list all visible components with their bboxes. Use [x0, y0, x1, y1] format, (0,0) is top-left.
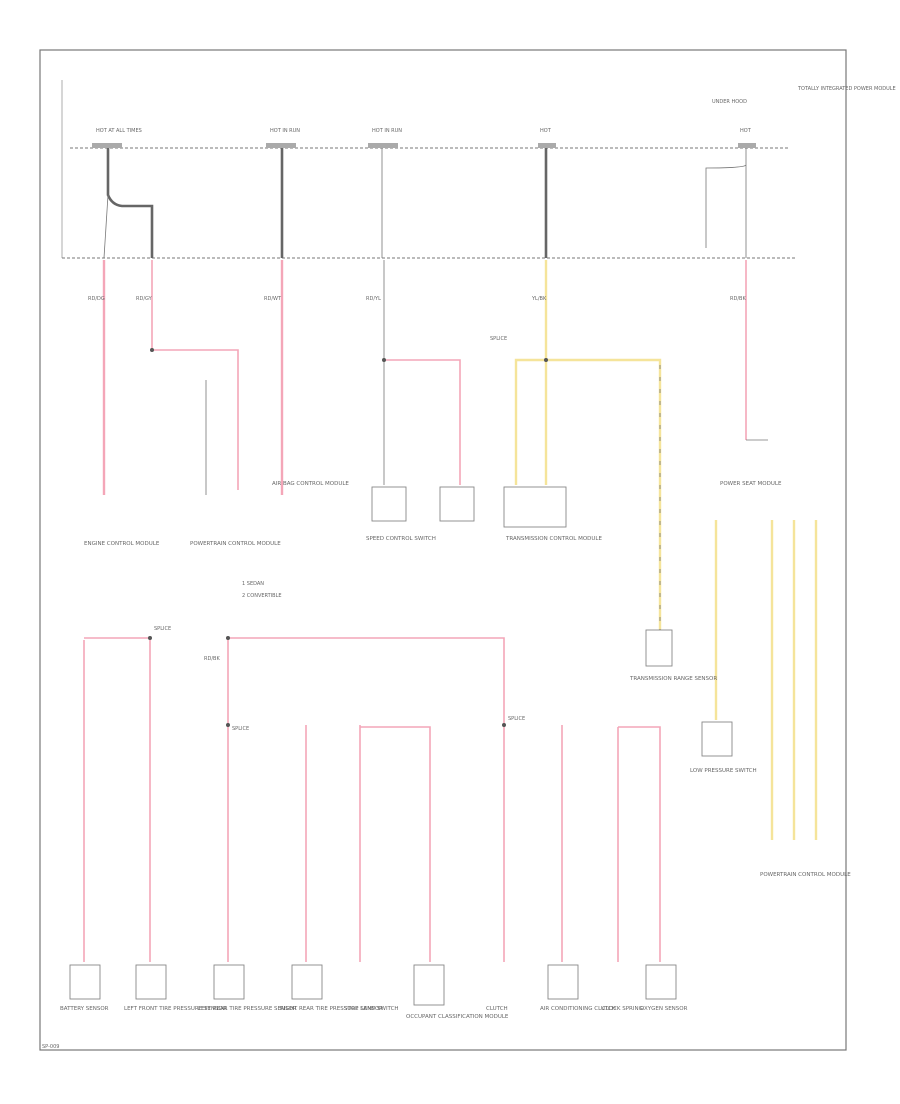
component-power-seat: POWER SEAT MODULE — [720, 481, 782, 487]
splice-dot-7 — [502, 723, 506, 727]
wire-label-6: RD/BK — [730, 296, 746, 302]
component-trans-range: TRANSMISSION RANGE SENSOR — [629, 629, 717, 682]
component-ac-clutch: AIR CONDITIONING CLUTCH — [540, 964, 616, 1012]
component-speed-control: SPEED CONTROL SWITCH — [366, 486, 436, 542]
source-4-label: HOT — [540, 128, 552, 134]
wire-label-5: YL/BK — [531, 296, 547, 302]
component-lf-tpms: LEFT FRONT TIRE PRESSURE SENSOR — [124, 964, 227, 1012]
component-oxygen-sensor: OXYGEN SENSOR — [640, 964, 688, 1012]
splice-label-2: SPLICE — [232, 726, 249, 732]
svg-text:TRANSMISSION CONTROL MODULE: TRANSMISSION CONTROL MODULE — [505, 536, 602, 542]
wire-label-1: RD/DG — [88, 296, 105, 302]
wire-tcm-loop — [514, 358, 662, 630]
component-rr-tpms: RIGHT REAR TIRE PRESSURE SENSOR — [280, 964, 383, 1012]
wire-lower-oxy — [618, 726, 661, 962]
svg-text:LEFT REAR TIRE PRESSURE SENSOR: LEFT REAR TIRE PRESSURE SENSOR — [198, 1006, 297, 1012]
svg-text:POWER SEAT MODULE: POWER SEAT MODULE — [720, 481, 782, 487]
component-occupant: OCCUPANT CLASSIFICATION MODULE — [406, 964, 509, 1020]
svg-text:TRANSMISSION RANGE SENSOR: TRANSMISSION RANGE SENSOR — [629, 676, 717, 682]
source-2-label: HOT IN RUN — [270, 128, 300, 134]
svg-text:OCCUPANT CLASSIFICATION MODULE: OCCUPANT CLASSIFICATION MODULE — [406, 1014, 509, 1020]
splice-dot-3 — [544, 358, 548, 362]
fuse-path-1b — [103, 194, 109, 259]
component-lr-tpms: LEFT REAR TIRE PRESSURE SENSOR — [198, 964, 297, 1012]
component-clock-spring: CLOCK SPRING — [602, 1006, 643, 1012]
source-3-label: HOT IN RUN — [372, 128, 402, 134]
splice-label-4: SPLICE — [490, 336, 507, 342]
component-pcm: POWERTRAIN CONTROL MODULE — [190, 541, 281, 547]
svg-text:STOP LAMP SWITCH: STOP LAMP SWITCH — [344, 1006, 399, 1012]
svg-text:1 SEDAN: 1 SEDAN — [242, 581, 264, 587]
svg-text:POWERTRAIN CONTROL MODULE: POWERTRAIN CONTROL MODULE — [190, 541, 281, 547]
splice-dot-4 — [148, 636, 152, 640]
wire-lower-occupant — [360, 726, 431, 962]
component-battery-sensor: BATTERY SENSOR — [60, 964, 109, 1012]
corner-code: SP-009 — [42, 1044, 59, 1050]
wire-lower-lf-tpms — [84, 637, 151, 962]
source-5-label: HOT — [740, 128, 752, 134]
splice-dot-5 — [226, 636, 230, 640]
svg-text:CLUTCH: CLUTCH — [486, 1006, 508, 1012]
component-ecm: ENGINE CONTROL MODULE — [84, 541, 160, 547]
bus-marker-2: HOT IN RUN — [266, 128, 300, 148]
fuse-path-5 — [705, 148, 747, 258]
svg-text:2 CONVERTIBLE: 2 CONVERTIBLE — [242, 593, 282, 599]
component-passenger — [439, 486, 475, 522]
tipm-label: TOTALLY INTEGRATED POWER MODULE — [797, 86, 896, 92]
svg-text:LEFT FRONT TIRE PRESSURE SENSO: LEFT FRONT TIRE PRESSURE SENSOR — [124, 1006, 227, 1012]
svg-text:AIR CONDITIONING CLUTCH: AIR CONDITIONING CLUTCH — [540, 1006, 616, 1012]
splice-label-1: SPLICE — [154, 626, 171, 632]
wire-label-2: RD/GY — [136, 296, 153, 302]
component-clutch: CLUTCH — [486, 1006, 508, 1012]
diagram-frame — [39, 49, 847, 1051]
wire-speed-ctrl-branch — [384, 359, 461, 485]
bus-marker-5: HOT — [738, 128, 756, 148]
svg-text:ENGINE CONTROL MODULE: ENGINE CONTROL MODULE — [84, 541, 160, 547]
splice-dot-1 — [150, 348, 154, 352]
bus-marker-3: HOT IN RUN — [368, 128, 402, 148]
splice-dot-6 — [226, 723, 230, 727]
component-tcm: TRANSMISSION CONTROL MODULE — [503, 486, 602, 542]
under-hood-label: UNDER HOOD — [712, 99, 747, 105]
bus-marker-4: HOT — [538, 128, 556, 148]
splice-label-3: SPLICE — [508, 716, 525, 722]
fuse-path-1 — [106, 148, 154, 258]
svg-text:POWERTRAIN CONTROL MODULE: POWERTRAIN CONTROL MODULE — [760, 872, 851, 878]
wire-label-3: RD/WT — [264, 296, 282, 302]
wire-label-4: RD/YL — [366, 296, 381, 302]
svg-text:BATTERY SENSOR: BATTERY SENSOR — [60, 1006, 109, 1012]
svg-text:LOW PRESSURE SWITCH: LOW PRESSURE SWITCH — [690, 768, 757, 774]
wire-lower-main — [226, 637, 505, 962]
svg-text:CLOCK SPRING: CLOCK SPRING — [602, 1006, 643, 1012]
wire-label-7: RD/BK — [204, 656, 220, 662]
svg-text:AIR BAG CONTROL MODULE: AIR BAG CONTROL MODULE — [272, 481, 349, 487]
svg-text:OXYGEN SENSOR: OXYGEN SENSOR — [640, 1006, 688, 1012]
component-stop-lamp: STOP LAMP SWITCH — [344, 1006, 399, 1012]
svg-text:RIGHT REAR TIRE PRESSURE SENSO: RIGHT REAR TIRE PRESSURE SENSOR — [280, 1006, 383, 1012]
source-1-label: HOT AT ALL TIMES — [96, 128, 142, 134]
legend: 1 SEDAN 2 CONVERTIBLE — [242, 581, 282, 599]
svg-text:SPEED CONTROL SWITCH: SPEED CONTROL SWITCH — [366, 536, 436, 542]
splice-dot-2 — [382, 358, 386, 362]
wire-pcm-feed — [151, 260, 239, 490]
bus-marker-1: HOT AT ALL TIMES — [92, 128, 142, 148]
component-low-pressure: LOW PRESSURE SWITCH — [690, 721, 757, 774]
component-airbag: AIR BAG CONTROL MODULE — [272, 481, 349, 487]
component-pcm-lower: POWERTRAIN CONTROL MODULE — [760, 872, 851, 878]
